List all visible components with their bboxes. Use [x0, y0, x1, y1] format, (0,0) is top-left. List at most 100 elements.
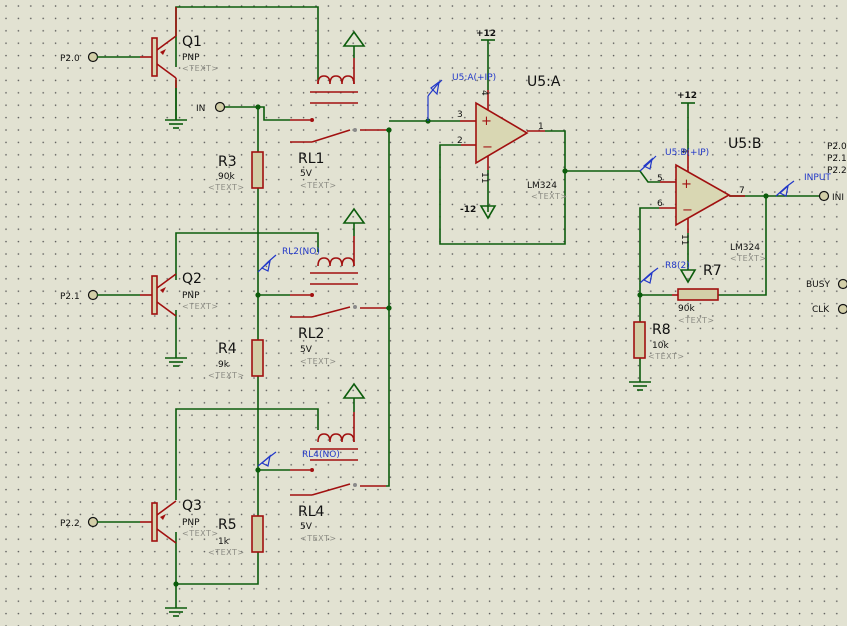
pin-number: 3 [457, 110, 463, 120]
component-ref: U5:B [728, 136, 761, 152]
pin-number: 2 [457, 136, 463, 146]
probe-u5a[interactable]: U5:A(+IP) [427, 73, 496, 121]
ground-symbol-q1 [165, 88, 187, 129]
component-value: LM324 [527, 181, 557, 191]
component-value: PNP [182, 291, 200, 301]
pin-number: 4 [679, 148, 689, 154]
component-ref: R5 [218, 517, 237, 533]
component-tag: <TEXT> [182, 529, 219, 538]
relay-rl4[interactable]: RL4 5V <TEXT> [290, 382, 386, 543]
component-tag: <TEXT> [208, 183, 245, 192]
component-tag: <TEXT> [730, 254, 767, 263]
port-label: P2.2 [60, 519, 80, 529]
resistor-r7[interactable]: R7 90k <TEXT> [672, 263, 722, 325]
probe-label: RL4(NO) [302, 450, 340, 460]
component-ref: R3 [218, 154, 237, 170]
svg-text:+: + [481, 114, 492, 129]
component-tag: <TEXT> [648, 352, 685, 361]
component-ref: U5:A [527, 74, 561, 90]
port-label: INI [832, 193, 844, 203]
component-tag: <TEXT> [208, 371, 245, 380]
component-tag: <TEXT> [182, 302, 219, 311]
probe-rl2[interactable]: RL2(NO) [257, 247, 320, 273]
component-value: PNP [182, 53, 200, 63]
component-tag: <TEXT> [182, 64, 219, 73]
probe-input[interactable]: INPUT [775, 173, 831, 197]
pin-number: 1 [538, 122, 544, 132]
component-value: 5V [300, 522, 313, 532]
component-tag: <TEXT> [531, 192, 568, 201]
probe-r8[interactable]: R8(2) [639, 261, 690, 284]
relay-rl2[interactable]: RL2 5V <TEXT> [290, 207, 386, 366]
svg-text:−: − [682, 203, 693, 218]
component-tag: <TEXT> [300, 534, 337, 543]
opamp-u5b[interactable]: + − 5 6 7 4 11 U5:B LM324 <TEXT> [657, 136, 767, 263]
port-clk[interactable]: CLK [812, 303, 847, 316]
component-ref: R4 [218, 341, 237, 357]
transistor-q3[interactable]: Q3 PNP <TEXT> [140, 498, 219, 544]
transistor-q1[interactable]: Q1 PNP <TEXT> [140, 7, 219, 88]
pin-number: 4 [479, 90, 489, 96]
port-label: IN [196, 104, 205, 114]
ground-symbol-q3 [165, 607, 187, 617]
component-value: 10k [652, 341, 669, 351]
resistor-r3[interactable]: R3 90k <TEXT> [208, 151, 264, 192]
component-ref: RL4 [298, 504, 325, 520]
port-busy[interactable]: BUSY [806, 278, 847, 291]
port-ini[interactable]: INI [818, 190, 845, 204]
probe-rl4[interactable]: RL4(NO) [257, 450, 340, 467]
port-label: P2.1 [827, 154, 847, 164]
port-p21[interactable]: P2.1 [60, 289, 140, 303]
power-label: -12 [460, 205, 476, 215]
component-ref: R8 [652, 322, 671, 338]
svg-text:−: − [482, 140, 493, 155]
probe-label: U5:B(+IP) [665, 148, 709, 158]
power-label: +12 [677, 91, 697, 101]
transistor-q2[interactable]: Q2 PNP <TEXT> [140, 271, 219, 317]
component-ref: RL1 [298, 151, 324, 167]
port-in[interactable]: IN [196, 101, 226, 115]
power-label: +12 [476, 29, 496, 39]
power-plus12-u5b: +12 [677, 91, 697, 104]
probe-label: R8(2) [665, 261, 690, 271]
relay-rl1[interactable]: RL1 5V <TEXT> [290, 30, 386, 190]
resistor-r8[interactable]: R8 10k <TEXT> [633, 321, 685, 361]
port-label: P2.2 [827, 166, 847, 176]
right-port-labels: P2.0 P2.1 P2.2 [827, 142, 847, 176]
power-plus12-u5a: +12 [476, 29, 496, 41]
component-value: 90k [218, 172, 235, 182]
component-value: 9k [218, 360, 230, 370]
pin-number: 6 [657, 199, 663, 209]
probe-label: INPUT [804, 173, 831, 183]
component-value: 1k [218, 537, 230, 547]
probe-label: U5:A(+IP) [452, 73, 496, 83]
component-value: LM324 [730, 243, 760, 253]
junctions [173, 104, 769, 587]
port-label: BUSY [806, 280, 830, 290]
component-tag: <TEXT> [300, 357, 337, 366]
pin-number: 11 [479, 172, 489, 183]
resistor-r4[interactable]: R4 9k <TEXT> [208, 339, 264, 380]
component-value: 90k [678, 304, 695, 314]
component-ref: Q1 [182, 34, 202, 50]
port-label: P2.1 [60, 292, 80, 302]
pin-number: 5 [657, 174, 663, 184]
port-label: P2.0 [60, 54, 80, 64]
component-ref: Q2 [182, 271, 202, 287]
ground-symbol-q2 [165, 357, 187, 367]
component-tag: <TEXT> [208, 548, 245, 557]
opamp-u5a[interactable]: + − 3 2 1 4 11 U5:A LM324 <TEXT> [457, 74, 568, 201]
resistor-r5[interactable]: R5 1k <TEXT> [208, 515, 264, 557]
port-p20[interactable]: P2.0 [60, 51, 140, 65]
ground-symbol-r8 [629, 381, 651, 391]
svg-text:+: + [681, 177, 692, 192]
power-arrow-u5b-neg [679, 269, 697, 284]
power-minus12-u5a: -12 [460, 205, 497, 220]
port-label: CLK [812, 305, 830, 315]
pin-number: 7 [739, 186, 745, 196]
component-value: 5V [300, 169, 313, 179]
probe-u5b[interactable]: U5:B(+IP) [639, 148, 709, 172]
port-p22[interactable]: P2.2 [60, 516, 140, 530]
